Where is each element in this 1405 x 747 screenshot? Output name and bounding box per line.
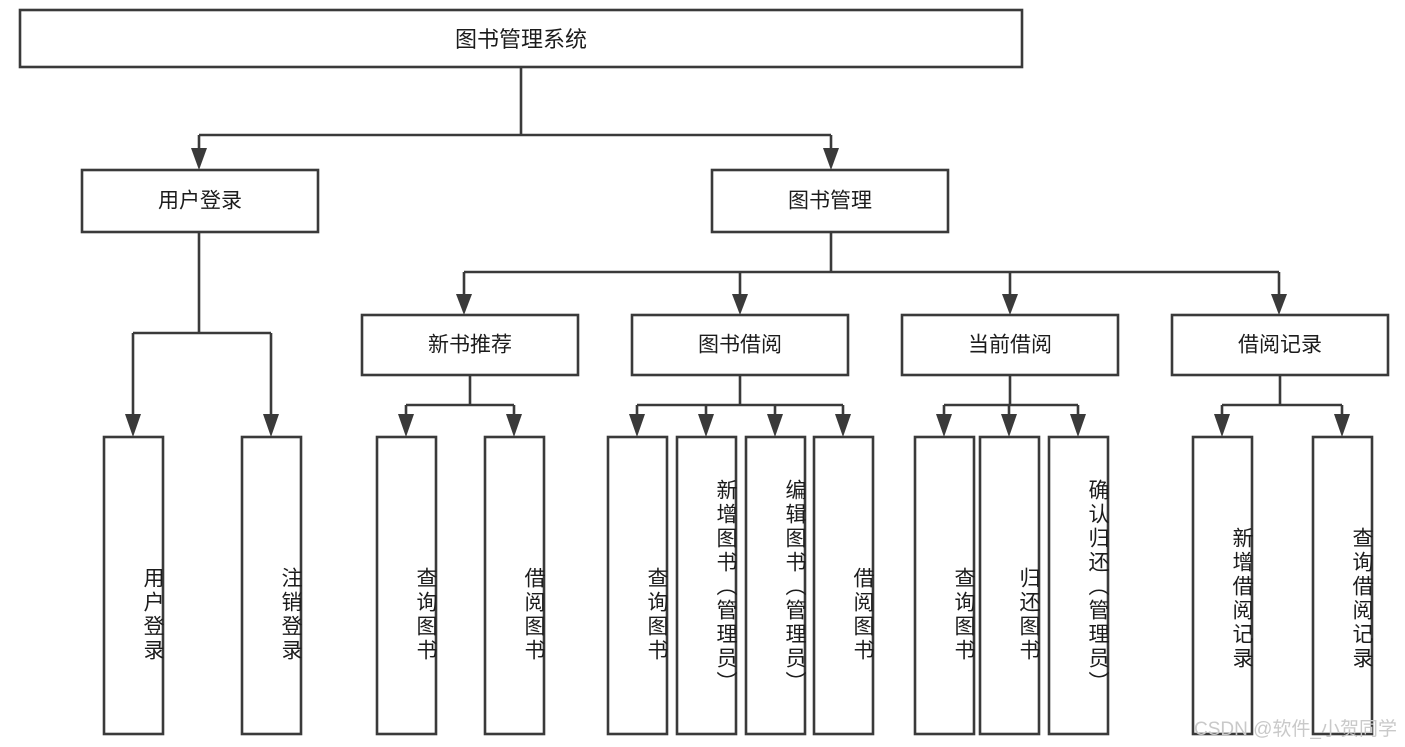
node-current-borrow-box[interactable] bbox=[900, 313, 1120, 377]
arrowhead-leaf-query-record bbox=[1334, 414, 1350, 437]
node-book-borrow-box[interactable] bbox=[630, 313, 850, 377]
node-leaf-user-logout-box[interactable] bbox=[240, 435, 303, 736]
node-book-management-label: 图书管理 bbox=[788, 190, 872, 213]
node-new-book-recommend-label: 新书推荐 bbox=[428, 334, 512, 357]
node-root-box[interactable] bbox=[18, 8, 1024, 69]
node-new-book-recommend-box[interactable] bbox=[360, 313, 580, 377]
node-layer: 图书管理系统 用户登录 图书管理 新书推荐 图书借阅 当前借阅 借阅记录 bbox=[18, 8, 1390, 736]
node-book-borrow-label: 图书借阅 bbox=[698, 334, 782, 357]
arrowhead-layer bbox=[125, 148, 1350, 437]
arrowhead-new-book-recommend bbox=[456, 294, 472, 315]
node-leaf-borrow-book-1-box[interactable] bbox=[483, 435, 546, 736]
node-leaf-user-login-box[interactable] bbox=[102, 435, 165, 736]
arrowhead-user-login bbox=[191, 148, 207, 170]
watermark-text: CSDN @软件_小贺同学 bbox=[1194, 719, 1397, 740]
node-leaf-query-book-1-box[interactable] bbox=[375, 435, 438, 736]
node-leaf-query-book-3-box[interactable] bbox=[913, 435, 976, 736]
arrowhead-leaf-add-book bbox=[698, 414, 714, 437]
node-user-login-box[interactable] bbox=[80, 168, 320, 234]
node-borrow-record-label: 借阅记录 bbox=[1238, 334, 1322, 357]
arrowhead-book-borrow bbox=[732, 294, 748, 315]
arrowhead-leaf-borrow-book-1 bbox=[506, 414, 522, 437]
node-leaf-edit-book-box[interactable] bbox=[744, 435, 807, 736]
node-leaf-query-record-box[interactable] bbox=[1311, 435, 1374, 736]
node-borrow-record-box[interactable] bbox=[1170, 313, 1390, 377]
arrowhead-leaf-user-logout bbox=[263, 414, 279, 437]
arrowhead-book-management bbox=[823, 148, 839, 170]
arrowhead-leaf-user-login bbox=[125, 414, 141, 437]
arrowhead-borrow-record bbox=[1271, 294, 1287, 315]
arrowhead-leaf-confirm-return bbox=[1070, 414, 1086, 437]
node-leaf-confirm-return-box[interactable] bbox=[1047, 435, 1110, 736]
node-book-management-box[interactable] bbox=[710, 168, 950, 234]
node-leaf-add-book-box[interactable] bbox=[675, 435, 738, 736]
arrowhead-leaf-query-book-2 bbox=[629, 414, 645, 437]
arrowhead-leaf-query-book-3 bbox=[936, 414, 952, 437]
node-leaf-borrow-book-2-box[interactable] bbox=[812, 435, 875, 736]
node-leaf-return-book-box[interactable] bbox=[978, 435, 1041, 736]
arrowhead-leaf-return-book bbox=[1001, 414, 1017, 437]
node-user-login-label: 用户登录 bbox=[158, 190, 242, 213]
arrowhead-leaf-borrow-book-2 bbox=[835, 414, 851, 437]
arrowhead-leaf-query-book-1 bbox=[398, 414, 414, 437]
node-root-label: 图书管理系统 bbox=[455, 27, 587, 52]
node-current-borrow-label: 当前借阅 bbox=[968, 334, 1052, 357]
node-leaf-add-record-box[interactable] bbox=[1191, 435, 1254, 736]
arrowhead-current-borrow bbox=[1002, 294, 1018, 315]
arrowhead-leaf-edit-book bbox=[767, 414, 783, 437]
node-leaf-query-book-2-box[interactable] bbox=[606, 435, 669, 736]
arrowhead-leaf-add-record bbox=[1214, 414, 1230, 437]
